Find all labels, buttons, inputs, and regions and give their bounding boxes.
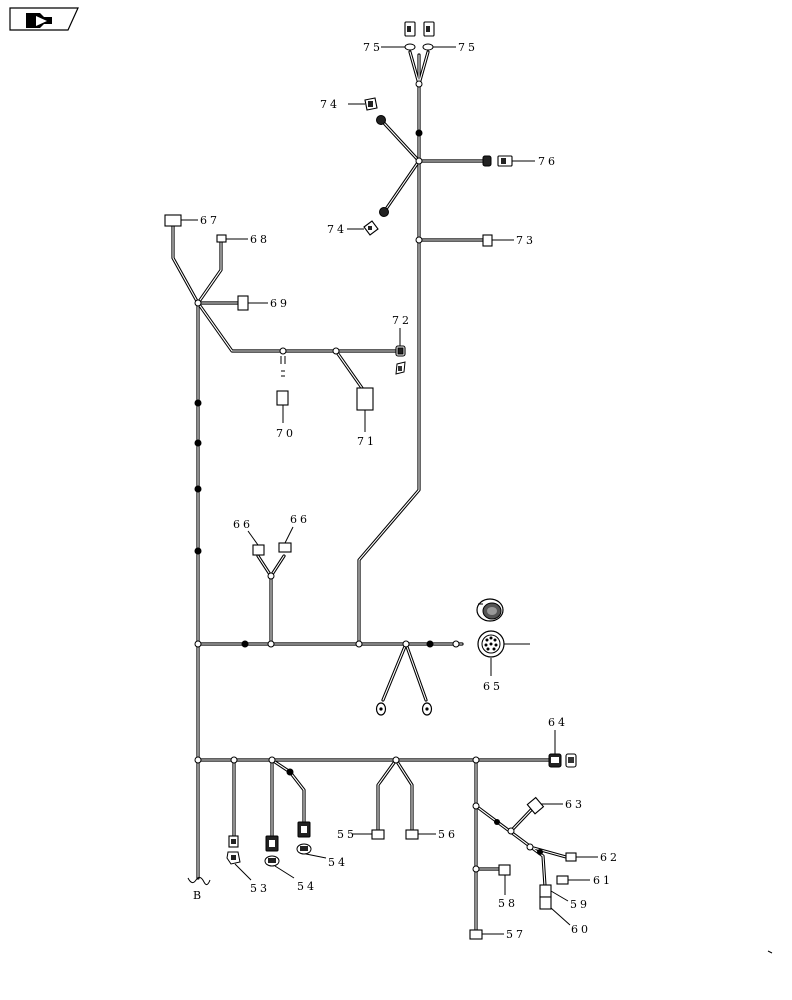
callout-75-right: 75 (458, 41, 478, 54)
callout-66-left: 66 (233, 518, 253, 531)
callout-58: 58 (498, 897, 518, 910)
connector-55[interactable] (371, 829, 385, 840)
callout-54-left: 54 (297, 880, 317, 893)
splice-nodes (194, 80, 534, 873)
connector-60[interactable] (539, 896, 552, 910)
connector-67[interactable] (164, 214, 182, 227)
connector-54-left[interactable] (264, 835, 280, 867)
connector-74-upper[interactable] (364, 97, 386, 125)
callout-59: 59 (570, 898, 590, 911)
connector-54-right[interactable] (296, 821, 312, 855)
callout-68: 68 (250, 233, 270, 246)
connector-57[interactable] (469, 929, 483, 940)
ring-terminal-right[interactable] (421, 702, 433, 716)
connector-58[interactable] (498, 864, 511, 876)
connector-73[interactable] (482, 234, 493, 247)
connector-70[interactable] (276, 356, 289, 406)
connector-75-left[interactable] (404, 21, 416, 51)
callout-55: 55 (337, 828, 357, 841)
connector-61[interactable] (556, 875, 569, 885)
connector-74-lower[interactable] (363, 207, 389, 236)
nav-arrow-icon[interactable] (9, 7, 79, 31)
connector-59[interactable] (539, 884, 552, 898)
connector-53[interactable] (226, 835, 241, 865)
callout-76: 76 (538, 155, 558, 168)
harness-clips (194, 129, 543, 855)
harness-wires-core (172, 51, 567, 935)
wire-break-symbol (187, 876, 211, 886)
connector-69[interactable] (237, 295, 249, 311)
callout-75-left: 75 (363, 41, 383, 54)
connector-64[interactable] (548, 753, 577, 768)
harness-wires (171, 50, 568, 936)
connector-68[interactable] (216, 234, 227, 243)
connector-66-right[interactable] (278, 542, 292, 553)
callout-60: 60 (571, 923, 591, 936)
callout-labels: 67 68 69 70 71 72 73 74 74 75 75 76 66 6… (193, 41, 620, 941)
callout-62: 62 (600, 851, 620, 864)
callout-66-right: 66 (290, 513, 310, 526)
callout-61: 61 (593, 874, 613, 887)
connector-72[interactable] (395, 345, 406, 375)
callout-67: 67 (200, 214, 220, 227)
connector-66-left[interactable] (252, 544, 265, 556)
callout-69: 69 (270, 297, 290, 310)
connector-62[interactable] (565, 852, 577, 862)
callout-65: 65 (483, 680, 503, 693)
callout-70: 70 (276, 427, 296, 440)
callout-71: 71 (357, 435, 377, 448)
connector-76[interactable] (482, 155, 513, 167)
connector-56[interactable] (405, 829, 419, 840)
callout-54-right: 54 (328, 856, 348, 869)
connector-71[interactable] (356, 387, 374, 411)
callout-56: 56 (438, 828, 458, 841)
callout-74-upper: 74 (320, 98, 340, 111)
corner-mark (767, 950, 773, 954)
callout-B: B (193, 889, 204, 902)
connector-75-right[interactable] (422, 21, 435, 51)
connector-63[interactable] (526, 796, 545, 815)
callout-63: 63 (565, 798, 585, 811)
callout-73: 73 (516, 234, 536, 247)
callout-64: 64 (548, 716, 568, 729)
callout-53: 53 (250, 882, 270, 895)
round-connector-65[interactable] (476, 598, 530, 658)
leader-lines (181, 46, 598, 935)
callout-72: 72 (392, 314, 412, 327)
ring-terminal-left[interactable] (375, 702, 387, 716)
callout-74-lower: 74 (327, 223, 347, 236)
callout-57: 57 (506, 928, 526, 941)
